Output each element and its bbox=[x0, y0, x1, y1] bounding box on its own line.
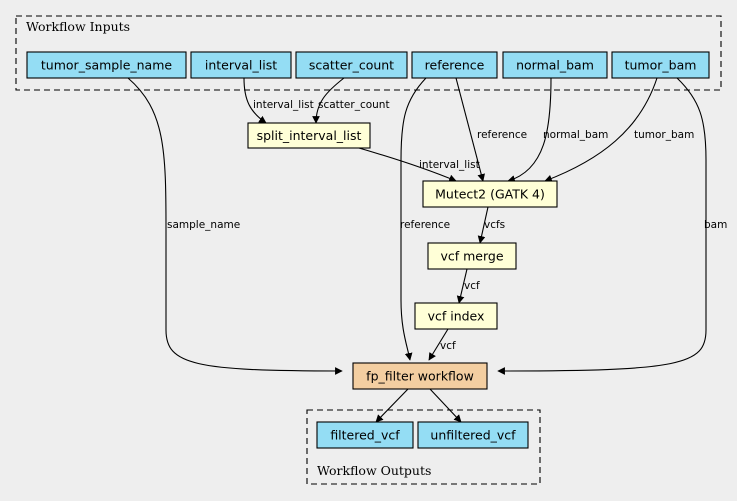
workflow-outputs-cluster: Workflow Outputs bbox=[306, 409, 541, 485]
output-node-unfiltered-vcf[interactable]: unfiltered_vcf bbox=[417, 421, 529, 449]
node-label: tumor_bam bbox=[625, 58, 697, 73]
input-node-tumor-bam[interactable]: tumor_bam bbox=[611, 51, 710, 79]
node-label: normal_bam bbox=[516, 58, 594, 73]
node-label: filtered_vcf bbox=[330, 428, 400, 443]
workflow-outputs-label: Workflow Outputs bbox=[317, 463, 431, 478]
output-node-filtered-vcf[interactable]: filtered_vcf bbox=[316, 421, 414, 449]
subworkflow-node-fp-filter[interactable]: fp_filter workflow bbox=[352, 362, 488, 390]
workflow-inputs-cluster: Workflow Inputs bbox=[15, 15, 722, 91]
edge-label-split-interval-list: interval_list bbox=[419, 159, 480, 171]
edge-interval-list-to-split bbox=[243, 77, 267, 124]
edge-label-normal-bam: normal_bam bbox=[543, 129, 608, 141]
node-label: unfiltered_vcf bbox=[430, 428, 516, 443]
node-label: fp_filter workflow bbox=[366, 369, 474, 384]
step-node-vcf-index[interactable]: vcf index bbox=[414, 302, 498, 330]
edge-label-bam: bam bbox=[704, 219, 727, 231]
edge-label-vcf-merge: vcf bbox=[464, 280, 480, 292]
step-node-mutect2[interactable]: Mutect2 (GATK 4) bbox=[422, 180, 558, 208]
input-node-interval-list[interactable]: interval_list bbox=[190, 51, 292, 79]
edge-label-vcf-index: vcf bbox=[440, 340, 456, 352]
edge-vcf-index-to-fp-filter bbox=[428, 328, 449, 361]
edge-fp-filter-to-filtered-vcf bbox=[375, 388, 409, 423]
edge-label-reference-fp-filter: reference bbox=[400, 219, 450, 231]
edge-label-vcfs: vcfs bbox=[484, 219, 505, 231]
input-node-reference[interactable]: reference bbox=[411, 51, 498, 79]
node-label: vcf merge bbox=[440, 249, 503, 264]
edge-mutect2-to-vcf-merge bbox=[477, 206, 489, 244]
node-label: Mutect2 (GATK 4) bbox=[435, 187, 545, 202]
node-label: split_interval_list bbox=[257, 128, 362, 143]
edge-normal-bam-to-mutect2 bbox=[507, 77, 552, 183]
edge-label-interval-list: interval_list bbox=[253, 99, 314, 111]
input-node-tumor-sample-name[interactable]: tumor_sample_name bbox=[26, 51, 187, 79]
edge-tumor-bam-to-mutect2 bbox=[544, 77, 658, 183]
input-node-scatter-count[interactable]: scatter_count bbox=[295, 51, 408, 79]
step-node-split-interval-list[interactable]: split_interval_list bbox=[247, 122, 371, 149]
edge-label-scatter-count: scatter_count bbox=[318, 99, 390, 111]
node-label: scatter_count bbox=[309, 58, 394, 73]
node-label: interval_list bbox=[205, 58, 277, 73]
edge-label-sample-name: sample_name bbox=[167, 219, 240, 231]
node-label: tumor_sample_name bbox=[41, 58, 172, 73]
edge-tumor-bam-to-fp-filter bbox=[497, 77, 707, 375]
edges: interval_list scatter_count interval_lis… bbox=[127, 77, 727, 423]
edge-label-reference-mutect2: reference bbox=[477, 129, 527, 141]
edge-label-tumor-bam: tumor_bam bbox=[634, 129, 694, 141]
workflow-inputs-label: Workflow Inputs bbox=[26, 19, 130, 34]
node-label: vcf index bbox=[428, 309, 485, 324]
edge-fp-filter-to-unfiltered-vcf bbox=[429, 388, 462, 423]
edge-vcf-merge-to-vcf-index bbox=[456, 268, 468, 304]
input-node-normal-bam[interactable]: normal_bam bbox=[502, 51, 608, 79]
edge-reference-to-fp-filter bbox=[400, 77, 427, 361]
step-node-vcf-merge[interactable]: vcf merge bbox=[427, 242, 517, 270]
node-label: reference bbox=[425, 58, 485, 73]
edge-scatter-count-to-split bbox=[312, 77, 345, 124]
edge-sample-name-to-fp-filter bbox=[127, 77, 343, 375]
edge-reference-to-mutect2 bbox=[455, 77, 485, 182]
